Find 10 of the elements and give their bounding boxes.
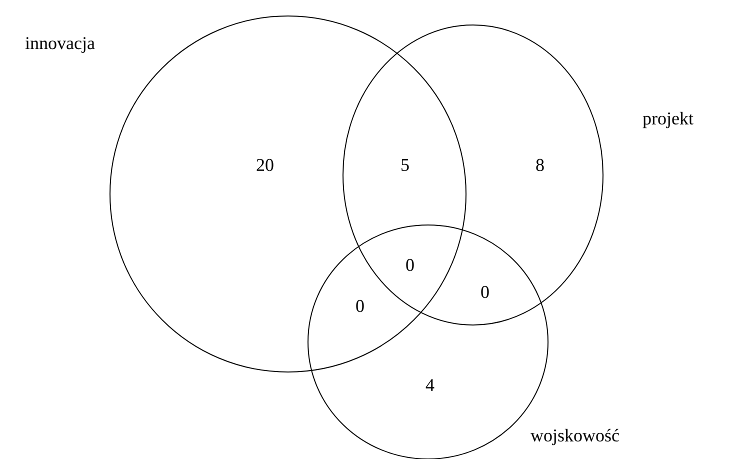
- region-count: 8: [536, 158, 544, 172]
- node-label: wojskowość: [530, 428, 619, 446]
- region-count: 5: [402, 159, 409, 171]
- region-count: 0: [356, 300, 364, 312]
- node-label: innovacja: [25, 37, 95, 53]
- region-count: 0: [481, 286, 489, 298]
- region-count: 0: [406, 258, 414, 272]
- node-label: projekt: [642, 112, 694, 128]
- region-count: 4: [426, 379, 434, 391]
- region-count: 20: [256, 158, 274, 172]
